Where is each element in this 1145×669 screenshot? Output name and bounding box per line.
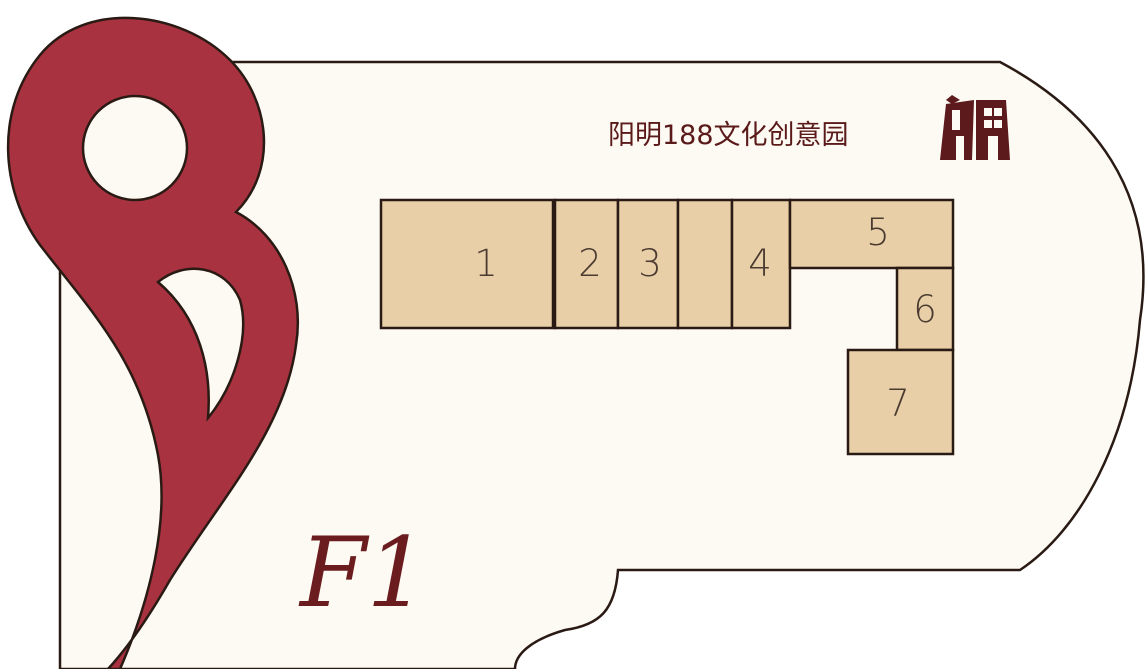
brand-title: 阳明188文化创意园: [608, 120, 849, 151]
room-label-3: 3: [638, 242, 662, 285]
decorative-swirl: [6, 16, 300, 669]
room-label-5: 5: [866, 211, 890, 254]
swirl-circle-hole: [81, 94, 189, 202]
room-5[interactable]: [788, 198, 955, 270]
room-label-2: 2: [578, 242, 602, 285]
room-4[interactable]: [730, 198, 792, 330]
room-7[interactable]: [846, 348, 955, 456]
room-6[interactable]: [895, 266, 955, 352]
swirl-crescent-hole: [156, 267, 245, 422]
room-label-4: 4: [748, 242, 772, 285]
room-label-6: 6: [913, 288, 937, 331]
room-label-1: 1: [474, 242, 498, 285]
room-3[interactable]: [616, 198, 680, 330]
room-1[interactable]: [379, 198, 557, 330]
room-label-7: 7: [886, 382, 910, 425]
building-logo-icon: [940, 95, 1010, 160]
room-blank[interactable]: [676, 198, 734, 330]
floor-label: F1: [298, 517, 428, 629]
